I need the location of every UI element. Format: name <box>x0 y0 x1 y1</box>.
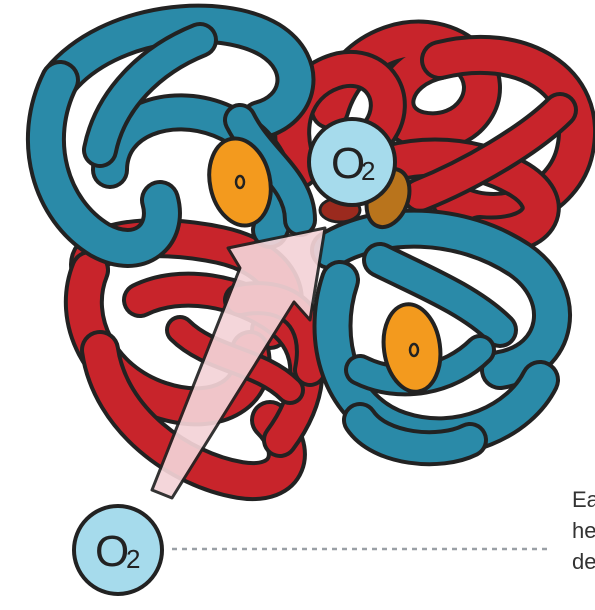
oxygen-molecule-icon: O 2 <box>309 119 395 205</box>
caption-text: Ea he de <box>572 484 595 577</box>
free-o2-label: O <box>95 527 129 576</box>
caption-line: Ea <box>572 484 595 515</box>
oxygen-molecule-icon: O 2 <box>74 506 162 594</box>
caption-line: de <box>572 546 595 577</box>
beta-chain-lower-right <box>330 229 552 449</box>
bound-o2-subscript: 2 <box>361 156 375 186</box>
free-o2-subscript: 2 <box>126 544 140 574</box>
caption-line: he <box>572 515 595 546</box>
